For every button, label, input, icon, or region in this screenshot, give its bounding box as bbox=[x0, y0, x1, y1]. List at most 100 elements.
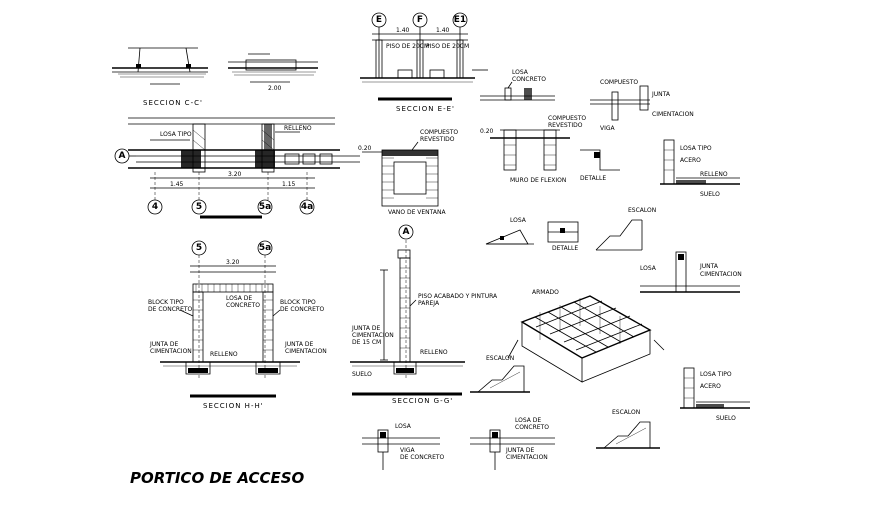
section-hh: 3.20 BLOCK TIPO DE CON bbox=[148, 255, 327, 378]
svg-text:LOSA DE: LOSA DE bbox=[515, 417, 541, 424]
grid-label-4: 4 bbox=[152, 202, 158, 212]
svg-text:3.20: 3.20 bbox=[226, 259, 240, 266]
svg-text:PISO DE 20CM: PISO DE 20CM bbox=[386, 43, 429, 50]
svg-text:JUNTA: JUNTA bbox=[699, 263, 719, 270]
svg-text:BLOCK TIPO: BLOCK TIPO bbox=[280, 299, 316, 306]
svg-text:VANO DE VENTANA: VANO DE VENTANA bbox=[388, 209, 446, 216]
svg-text:CIMENTACION: CIMENTACION bbox=[352, 332, 394, 339]
grid-label-5-hh: 5 bbox=[196, 243, 202, 253]
svg-text:RELLENO: RELLENO bbox=[210, 351, 238, 358]
isometric-foundation: ARMADO bbox=[507, 289, 665, 383]
svg-text:MURO DE FLEXION: MURO DE FLEXION bbox=[510, 177, 566, 184]
svg-text:COMPUESTO: COMPUESTO bbox=[600, 79, 638, 86]
svg-text:CIMENTACION: CIMENTACION bbox=[700, 271, 742, 278]
detail-mid-3-stair: ESCALON bbox=[595, 207, 656, 251]
caption-seccion-ee: SECCION E-E' bbox=[396, 105, 455, 113]
svg-text:SUELO: SUELO bbox=[700, 191, 720, 198]
grid-label-e: E bbox=[376, 15, 382, 25]
svg-text:ESCALON: ESCALON bbox=[486, 355, 514, 362]
svg-text:LOSA: LOSA bbox=[395, 423, 412, 430]
svg-text:COMPUESTO: COMPUESTO bbox=[420, 129, 458, 136]
svg-text:PAREJA: PAREJA bbox=[418, 300, 440, 307]
detail-top-right-1: LOSA CONCRETO bbox=[480, 69, 555, 101]
svg-text:LOSA: LOSA bbox=[640, 265, 657, 272]
svg-text:REVESTIDO: REVESTIDO bbox=[420, 136, 455, 143]
svg-text:0.20: 0.20 bbox=[480, 128, 494, 135]
svg-text:CONCRETO: CONCRETO bbox=[515, 424, 549, 431]
svg-text:DE CONCRETO: DE CONCRETO bbox=[400, 454, 445, 461]
svg-text:DE CONCRETO: DE CONCRETO bbox=[148, 306, 193, 313]
grid-bubble-4 bbox=[147, 199, 163, 215]
detail-top-center: 2.00 bbox=[228, 53, 318, 92]
svg-text:JUNTA DE: JUNTA DE bbox=[351, 325, 380, 332]
svg-text:CIMENTACION: CIMENTACION bbox=[285, 348, 327, 355]
svg-text:LOSA: LOSA bbox=[512, 69, 529, 76]
detail-middle-mixed: DETALLE bbox=[580, 149, 620, 182]
grid-label-a-plan: A bbox=[119, 151, 126, 161]
stair-detail-1: ESCALON bbox=[470, 355, 530, 393]
svg-text:PISO ACABADO Y PINTURA: PISO ACABADO Y PINTURA bbox=[418, 293, 498, 300]
detail-mid-1: LOSA bbox=[485, 217, 534, 245]
caption-seccion-gg: SECCION G-G' bbox=[392, 397, 453, 405]
svg-text:SUELO: SUELO bbox=[352, 371, 372, 378]
svg-text:ACERO: ACERO bbox=[700, 383, 721, 390]
svg-text:1.45: 1.45 bbox=[170, 181, 184, 188]
grid-label-4a: 4a bbox=[301, 202, 313, 212]
svg-text:DE 15 CM: DE 15 CM bbox=[352, 339, 381, 346]
caption-seccion-cc: SECCION C-C' bbox=[143, 99, 203, 107]
wall-section: 0.20 COMPUESTO REVESTIDO MURO DE FLEXION bbox=[480, 115, 586, 184]
grid-bubble-a-section bbox=[398, 224, 414, 240]
section-ee: PISO DE 20CM PISO DE 20CM 1.40 1.40 bbox=[360, 26, 488, 83]
svg-text:DE CONCRETO: DE CONCRETO bbox=[280, 306, 325, 313]
svg-text:ESCALON: ESCALON bbox=[612, 409, 640, 416]
detail-bottom-2: LOSA DE CONCRETO JUNTA DE CIMENTACION bbox=[470, 417, 555, 470]
svg-text:REVESTIDO: REVESTIDO bbox=[548, 122, 583, 129]
svg-text:CIMENTACION: CIMENTACION bbox=[506, 454, 548, 461]
svg-text:ESCALON: ESCALON bbox=[628, 207, 656, 214]
grid-label-5-plan: 5 bbox=[196, 202, 202, 212]
svg-text:LOSA TIPO: LOSA TIPO bbox=[680, 145, 712, 152]
grid-label-a-section: A bbox=[403, 227, 410, 237]
grid-bubble-5-hh bbox=[191, 240, 207, 256]
svg-text:COMPUESTO: COMPUESTO bbox=[548, 115, 586, 122]
window-detail: 0.20 COMPUESTO REVESTIDO VANO DE VENTANA bbox=[358, 129, 458, 216]
svg-text:SUELO: SUELO bbox=[716, 415, 736, 422]
svg-text:ARMADO: ARMADO bbox=[532, 289, 559, 296]
detail-mid-2: DETALLE bbox=[547, 221, 578, 252]
svg-text:2.00: 2.00 bbox=[268, 85, 282, 92]
svg-text:LOSA: LOSA bbox=[510, 217, 527, 224]
grid-bubble-5-plan bbox=[191, 199, 207, 215]
svg-text:JUNTA DE: JUNTA DE bbox=[505, 447, 534, 454]
svg-text:1.15: 1.15 bbox=[282, 181, 296, 188]
grid-bubble-4a bbox=[299, 199, 315, 215]
svg-text:1.40: 1.40 bbox=[436, 27, 450, 34]
svg-text:VIGA: VIGA bbox=[600, 125, 616, 132]
svg-text:1.40: 1.40 bbox=[396, 27, 410, 34]
svg-text:JUNTA DE: JUNTA DE bbox=[149, 341, 178, 348]
svg-text:CONCRETO: CONCRETO bbox=[226, 302, 260, 309]
svg-text:LOSA TIPO: LOSA TIPO bbox=[700, 371, 732, 378]
grid-bubble-5a-hh bbox=[257, 240, 273, 256]
stair-detail-2: ESCALON bbox=[596, 409, 660, 449]
svg-text:VIGA: VIGA bbox=[400, 447, 416, 454]
svg-text:RELLENO: RELLENO bbox=[700, 171, 728, 178]
svg-text:JUNTA: JUNTA bbox=[651, 91, 671, 98]
caption-seccion-hh: SECCION H-H' bbox=[203, 402, 264, 410]
grid-bubble-e1 bbox=[452, 12, 468, 28]
svg-text:JUNTA DE: JUNTA DE bbox=[284, 341, 313, 348]
svg-text:CIMENTACION: CIMENTACION bbox=[652, 111, 694, 118]
plan-view: 3.20 1.45 1.15 LOSA TIPO RELLENO bbox=[128, 117, 360, 200]
svg-text:RELLENO: RELLENO bbox=[420, 349, 448, 356]
grid-bubble-f bbox=[412, 12, 428, 28]
drawing-title: PORTICO DE ACCESO bbox=[130, 469, 305, 487]
svg-text:BLOCK TIPO: BLOCK TIPO bbox=[148, 299, 184, 306]
svg-text:DETALLE: DETALLE bbox=[580, 175, 606, 182]
svg-text:RELLENO: RELLENO bbox=[284, 125, 312, 132]
svg-text:ACERO: ACERO bbox=[680, 157, 701, 164]
grid-label-5a-hh: 5a bbox=[259, 243, 271, 253]
svg-text:3.20: 3.20 bbox=[228, 171, 242, 178]
svg-text:CIMENTACION: CIMENTACION bbox=[150, 348, 192, 355]
detail-bottom-right: LOSA TIPO ACERO SUELO bbox=[680, 367, 750, 422]
